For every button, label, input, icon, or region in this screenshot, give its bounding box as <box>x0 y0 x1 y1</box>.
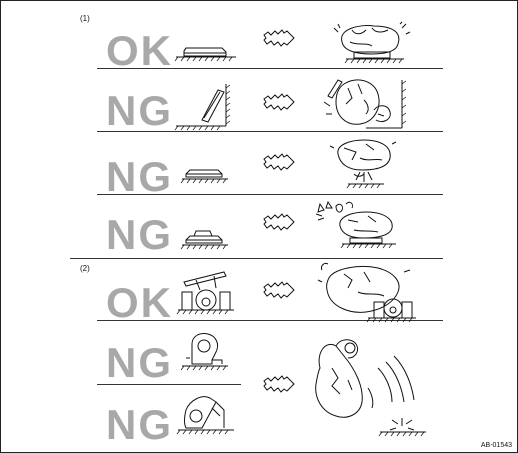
verdict-row-3: NG <box>106 153 173 200</box>
outcome-arrow <box>262 374 296 394</box>
row-divider <box>97 68 443 69</box>
row-divider <box>97 384 241 385</box>
verdict-row-5: OK <box>106 279 173 326</box>
airbag-deployed-on-supports-figure <box>317 262 418 324</box>
verdict-row-4: NG <box>106 211 173 258</box>
figure-code: AB-01543 <box>480 442 512 449</box>
row-divider <box>97 194 443 195</box>
verdict-row-6: NG <box>106 339 173 386</box>
airbag-bouncing-figure <box>329 136 400 192</box>
outcome-arrow <box>262 92 296 112</box>
verdict-row-1: OK <box>106 27 173 74</box>
row-divider <box>97 320 443 321</box>
airbag-deployed-against-wall-figure <box>322 74 412 132</box>
outcome-arrow <box>262 212 296 232</box>
row-divider <box>97 131 443 132</box>
part-flat-on-ground-figure <box>180 164 230 186</box>
part-launched-figure <box>308 328 432 442</box>
part-with-object-on-top-figure <box>180 226 230 252</box>
verdict-row-2: NG <box>106 87 173 134</box>
section-label-2: (2) <box>80 264 90 273</box>
verdict-row-7: NG <box>106 401 173 448</box>
section-divider <box>70 258 443 259</box>
section-label-1: (1) <box>80 14 90 23</box>
outcome-arrow <box>262 280 296 300</box>
outcome-arrow <box>262 152 296 172</box>
part-upright-figure <box>180 330 230 374</box>
outcome-arrow <box>262 28 296 48</box>
part-flat-on-ground-figure <box>174 40 238 64</box>
part-on-side-figure <box>176 392 236 438</box>
airbag-ejecting-debris-figure <box>314 200 404 252</box>
airbag-inflated-ok-figure <box>332 21 412 64</box>
part-on-supports-figure <box>176 268 236 318</box>
part-leaning-on-wall-figure <box>172 82 236 131</box>
